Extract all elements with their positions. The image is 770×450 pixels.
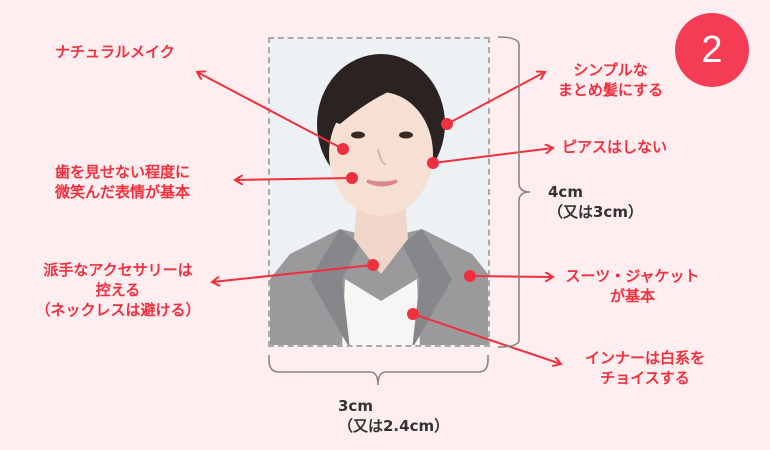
- label-line: 微笑んだ表情が基本: [55, 183, 191, 201]
- width-dimension: 3cm （又は2.4cm）: [338, 396, 449, 436]
- label-inner: インナーは白系を チョイスする: [570, 348, 720, 388]
- label-natural-makeup: ナチュラルメイク: [55, 42, 175, 62]
- height-main: 4cm: [548, 183, 583, 201]
- height-dimension: 4cm （又は3cm）: [548, 182, 643, 222]
- label-line: まとめ髪にする: [557, 81, 664, 99]
- label-line: シンプルな: [573, 61, 648, 79]
- label-line: インナーは白系を: [584, 349, 705, 367]
- label-line: ピアスはしない: [562, 138, 668, 156]
- person-illustration: [270, 39, 488, 345]
- label-line: チョイスする: [600, 369, 690, 387]
- label-line: 控える: [95, 281, 141, 299]
- label-line: スーツ・ジャケット: [565, 267, 700, 285]
- label-line: 歯を見せない程度に: [55, 163, 191, 181]
- width-main: 3cm: [338, 397, 373, 415]
- label-line: 派手なアクセサリーは: [43, 261, 193, 279]
- width-alt: （又は2.4cm）: [338, 417, 450, 435]
- id-photo: [268, 37, 490, 347]
- label-piercing: ピアスはしない: [562, 137, 667, 157]
- label-line: （ネックレスは避ける）: [35, 301, 201, 319]
- label-accessory: 派手なアクセサリーは 控える （ネックレスは避ける）: [28, 260, 208, 320]
- label-line: が基本: [609, 287, 655, 305]
- label-hair: シンプルな まとめ髪にする: [548, 60, 673, 100]
- step-number-badge: 2: [675, 13, 749, 87]
- label-smile: 歯を見せない程度に 微笑んだ表情が基本: [55, 162, 190, 202]
- label-line: ナチュラルメイク: [55, 43, 175, 61]
- label-suit: スーツ・ジャケット が基本: [560, 266, 705, 306]
- height-alt: （又は3cm）: [548, 203, 643, 221]
